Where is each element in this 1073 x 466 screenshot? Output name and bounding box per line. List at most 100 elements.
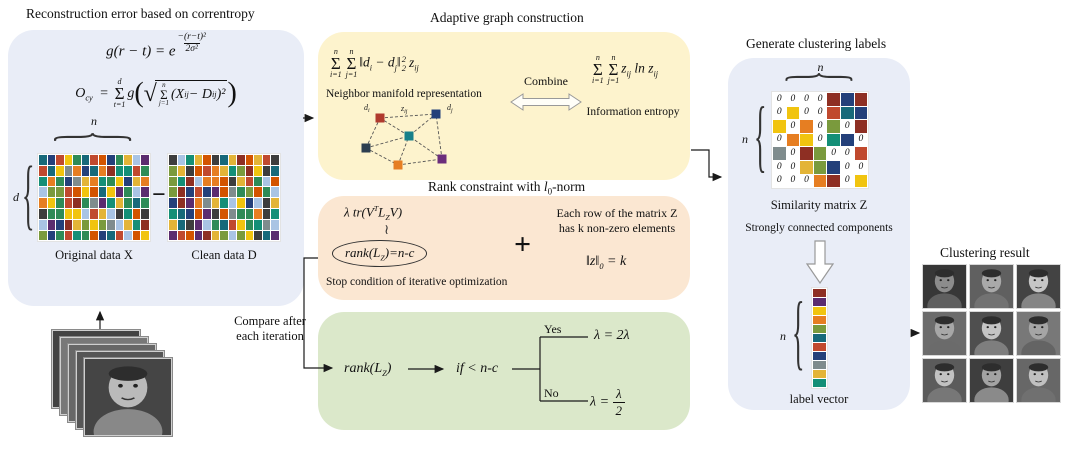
matrix-cell <box>186 187 194 198</box>
matrix-cell <box>39 187 47 198</box>
matrix-cell <box>211 165 219 176</box>
similarity-n-left-label: n <box>742 132 748 146</box>
matrix-cell <box>107 219 115 230</box>
clean-data-label: Clean data D <box>191 248 257 262</box>
similarity-cell <box>827 120 840 133</box>
matrix-cell <box>132 219 140 230</box>
matrix-cell <box>186 176 194 187</box>
arrow-adaptive-to-labels <box>691 149 723 182</box>
graph-label-zij: zij <box>400 104 408 115</box>
n-top-brace: { <box>44 130 150 144</box>
matrix-cell <box>107 176 115 187</box>
similarity-n-top-label: n <box>817 60 824 74</box>
matrix-cell <box>228 230 236 241</box>
matrix-cell <box>254 155 262 165</box>
similarity-cell <box>827 133 840 147</box>
matrix-cell <box>115 219 123 230</box>
matrix-cell <box>81 198 89 208</box>
matrix-cell <box>220 230 228 241</box>
similarity-cell <box>813 147 827 160</box>
result-face-image <box>969 358 1014 403</box>
similarity-cell <box>854 106 868 120</box>
vector-left-brace: { <box>792 286 805 379</box>
input-image-stack <box>52 330 178 442</box>
matrix-cell <box>73 230 81 241</box>
matrix-cell <box>47 155 55 165</box>
matrix-cell <box>132 198 140 208</box>
matrix-cell <box>194 219 202 230</box>
trace-formula: λ tr(VTLZV) <box>344 204 403 222</box>
matrix-cell <box>107 165 115 176</box>
zero-cell: 0 <box>827 147 840 160</box>
zero-cell: 0 <box>854 133 868 147</box>
zero-cell: 0 <box>840 147 854 160</box>
matrix-cell <box>271 208 279 219</box>
matrix-cell <box>186 208 194 219</box>
similarity-cell <box>854 120 868 133</box>
matrix-cell <box>90 187 98 198</box>
similarity-cell <box>813 160 827 174</box>
matrix-cell <box>115 176 123 187</box>
matrix-cell <box>107 208 115 219</box>
zero-cell: 0 <box>786 120 800 133</box>
clustering-result-grid <box>922 264 1061 403</box>
matrix-cell <box>73 208 81 219</box>
matrix-cell <box>56 208 64 219</box>
matrix-cell <box>98 176 106 187</box>
reconstruction-title: Reconstruction error based on correntrop… <box>26 6 255 21</box>
l0-norm-formula: ‖z‖0 = k <box>586 254 627 271</box>
zero-cell: 0 <box>786 147 800 160</box>
zero-cell: 0 <box>773 133 786 147</box>
adaptive-title: Adaptive graph construction <box>430 10 584 25</box>
matrix-cell <box>194 165 202 176</box>
matrix-cell <box>98 219 106 230</box>
matrix-cell <box>169 155 177 165</box>
matrix-cell <box>81 208 89 219</box>
zero-cell: 0 <box>773 106 786 120</box>
matrix-cell <box>47 219 55 230</box>
matrix-cell <box>169 165 177 176</box>
matrix-cell <box>169 230 177 241</box>
n-dimension-label: n <box>91 114 97 128</box>
result-face-image <box>969 311 1014 356</box>
matrix-cell <box>220 155 228 165</box>
matrix-cell <box>237 165 245 176</box>
matrix-cell <box>220 208 228 219</box>
similarity-cell <box>786 133 800 147</box>
information-entropy-label: Information entropy <box>586 106 680 118</box>
matrix-cell <box>141 165 149 176</box>
similarity-top-brace: { <box>777 70 868 84</box>
matrix-cell <box>90 176 98 187</box>
matrix-cell <box>245 155 253 165</box>
matrix-cell <box>228 219 236 230</box>
matrix-cell <box>132 230 140 241</box>
matrix-cell <box>169 187 177 198</box>
similarity-cell <box>827 174 840 188</box>
label-vector-cell <box>813 370 826 378</box>
matrix-cell <box>169 219 177 230</box>
matrix-cell <box>47 230 55 241</box>
graph-node <box>404 131 414 141</box>
matrix-cell <box>262 155 270 165</box>
similarity-cell <box>827 93 840 106</box>
matrix-cell <box>98 155 106 165</box>
matrix-cell <box>90 208 98 219</box>
matrix-cell <box>64 155 72 165</box>
down-arrow-icon <box>806 240 834 284</box>
matrix-cell <box>39 176 47 187</box>
matrix-cell <box>220 187 228 198</box>
graph-node <box>393 160 403 170</box>
matrix-cell <box>177 165 185 176</box>
matrix-cell <box>47 176 55 187</box>
matrix-cell <box>124 155 132 165</box>
matrix-cell <box>271 155 279 165</box>
matrix-cell <box>124 165 132 176</box>
